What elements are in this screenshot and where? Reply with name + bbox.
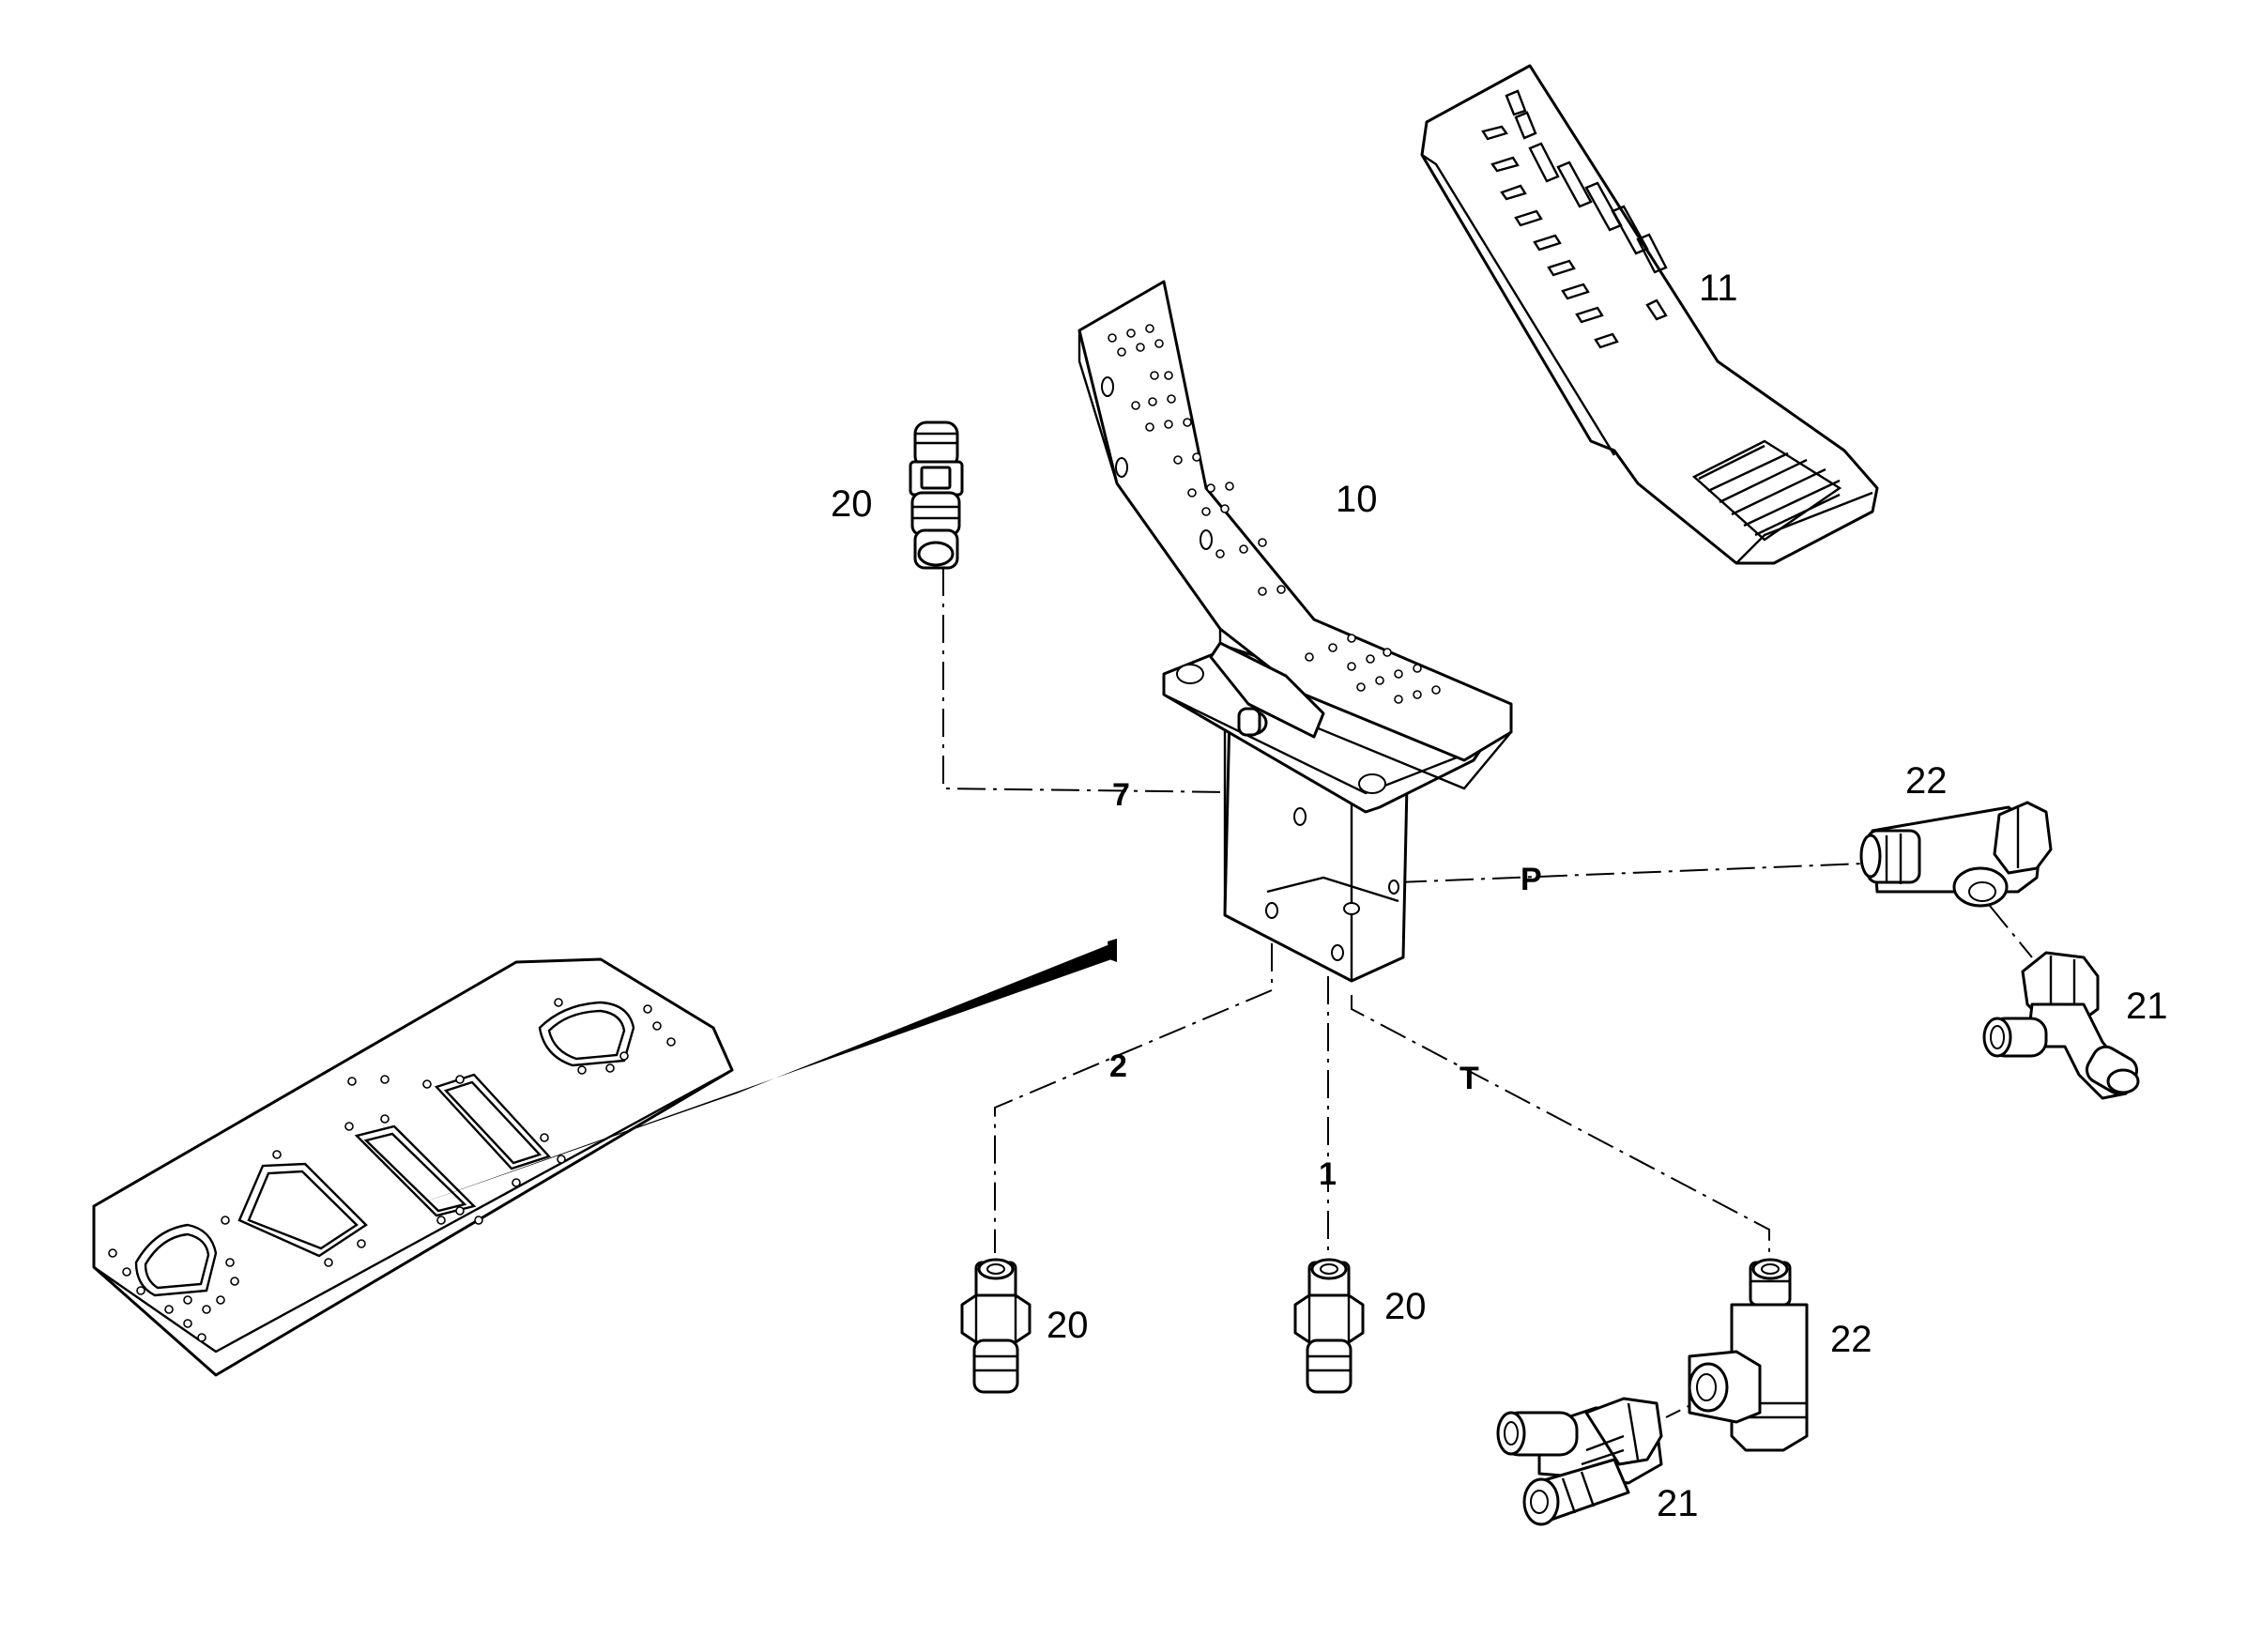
- port-label-7: 7: [1112, 777, 1130, 813]
- tee-22-right: [1859, 801, 2053, 908]
- pedal-assembly: [1078, 280, 1513, 983]
- label-pedal-cover: 11: [1699, 268, 1738, 309]
- elbow-21-bottom: [1496, 1397, 1663, 1526]
- cover-tread: [1691, 439, 1842, 542]
- label-pedal-assembly: 10: [1336, 479, 1378, 520]
- label-elbow-right: 21: [2126, 986, 2168, 1027]
- line-port-t: [1351, 995, 1770, 1262]
- label-elbow-bottom: 21: [1657, 1483, 1699, 1524]
- line-tee-to-elbow-right: [1989, 905, 2033, 958]
- pedal-hinge: [1209, 641, 1325, 739]
- line-port-7: [942, 568, 1306, 794]
- pedal-holes: [1108, 324, 1441, 704]
- fitting-20-bottom-center: [1293, 1258, 1365, 1394]
- floor-plate: [92, 939, 1117, 1377]
- elbow-21-right: [1982, 951, 2140, 1100]
- floor-cutout-rect-left: [354, 1124, 477, 1217]
- line-port-p: [1398, 863, 1864, 883]
- leader-bar: [1108, 939, 1117, 962]
- leader-wedge: [413, 943, 1117, 1206]
- floor-cutout-left: [134, 1223, 218, 1297]
- port-label-t: T: [1460, 1061, 1479, 1096]
- floor-cutout-pentagon: [237, 1162, 368, 1258]
- fitting-20-bottom-left: [960, 1258, 1032, 1394]
- label-fitting-bottom-center: 20: [1384, 1286, 1427, 1327]
- label-fitting-bottom-left: 20: [1047, 1305, 1089, 1346]
- floor-cutout-right: [538, 1001, 635, 1067]
- line-port-2: [994, 943, 1273, 1253]
- pedal-cover: [1420, 64, 1879, 565]
- cover-ribs: [1481, 89, 1668, 349]
- label-tee-bottom: 22: [1830, 1319, 1872, 1360]
- port-label-2: 2: [1109, 1048, 1127, 1084]
- label-tee-right: 22: [1905, 760, 1948, 802]
- port-label-1: 1: [1319, 1156, 1337, 1192]
- tee-22-bottom: [1688, 1258, 1809, 1452]
- port-label-p: P: [1521, 862, 1542, 897]
- fitting-20-top: [909, 421, 964, 570]
- label-fitting-top: 20: [831, 483, 873, 525]
